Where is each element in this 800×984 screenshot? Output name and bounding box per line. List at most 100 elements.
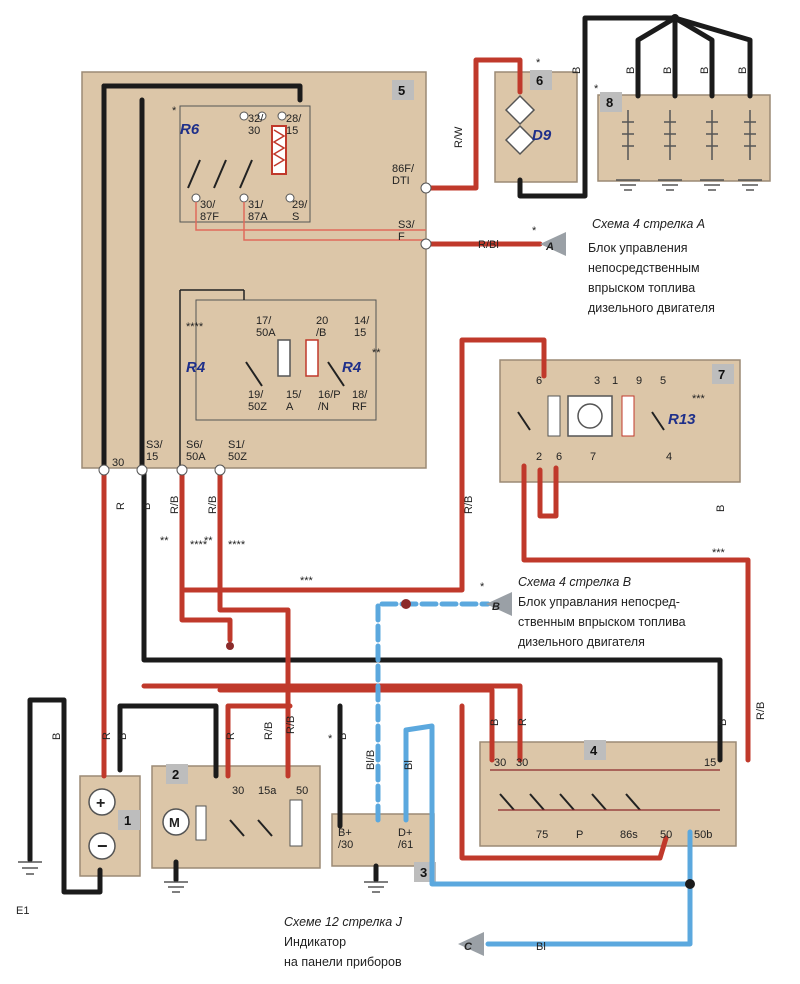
label-1: 1 <box>124 813 131 828</box>
note-B: Схема 4 стрелка B Блок управлания непоср… <box>518 575 686 649</box>
star-mid4: **** <box>228 539 246 551</box>
relay-R6: R6 * <box>172 105 426 241</box>
wire-bl: Bl <box>403 760 415 770</box>
term-s3-15: S3/15 <box>146 439 163 463</box>
starter-15a: 15a <box>258 785 277 797</box>
wire-r-left: R <box>101 732 113 740</box>
battery-1: + − <box>88 788 116 860</box>
wire-b2: B <box>662 67 674 74</box>
term-17-50a: 17/50A <box>256 315 276 339</box>
note-b-ref: Схема 4 стрелка B <box>518 575 631 589</box>
star-mid2: **** <box>190 539 208 551</box>
label-R6: R6 <box>180 121 200 138</box>
label-4: 4 <box>590 743 598 758</box>
term-16-pn: 16/P/N <box>318 389 341 413</box>
switch-50: 50 <box>660 829 672 841</box>
r13-pin-3: 9 <box>636 375 642 387</box>
label-5: 5 <box>398 83 405 98</box>
note-c-text-2: на панели приборов <box>284 955 402 969</box>
pin-s3f <box>420 238 432 250</box>
switch-30a: 30 <box>494 757 506 769</box>
arrow-B-label: B <box>492 601 500 613</box>
term-s3-f: S3/F <box>398 219 415 243</box>
module-6-panel <box>494 71 578 183</box>
glow-plugs-8 <box>616 110 762 191</box>
term-19-50z: 19/50Z <box>248 389 267 413</box>
term-20-b: 20/B <box>316 315 328 339</box>
wire-b-c4b: R <box>517 718 529 726</box>
red-wires <box>101 57 751 861</box>
battery-plus-icon: + <box>96 795 105 812</box>
relay-R4: R4 R4 **** ** <box>179 289 381 470</box>
star-a: * <box>532 225 537 237</box>
ground-3 <box>364 881 388 893</box>
wire-r-a: R <box>115 502 127 510</box>
starter-50: 50 <box>296 785 308 797</box>
wire-b-left: B <box>51 733 63 740</box>
wire-rbl: R/Bl <box>478 239 499 251</box>
note-a-text-3: впрыском топлива <box>588 281 695 295</box>
wire-rb-a: R/B <box>169 496 181 514</box>
label-7: 7 <box>718 367 725 382</box>
starter-2: M <box>162 799 303 893</box>
blue-wires <box>375 601 693 947</box>
arrow-C: C <box>458 932 484 956</box>
r13-pin-0: 6 <box>536 375 542 387</box>
arrow-A-label: A <box>545 241 554 253</box>
note-b-text-3: дизельного двигателя <box>518 635 645 649</box>
label-3: 3 <box>420 865 427 880</box>
wire-b4: B <box>737 67 749 74</box>
r13-pin-8: 4 <box>666 451 672 463</box>
term-86f-dti: 86F/DTI <box>392 163 415 187</box>
label-R13: R13 <box>668 411 696 428</box>
wire-b1: B <box>625 67 637 74</box>
note-a-text-1: Блок управления <box>588 241 688 255</box>
wire-bl-bottom: Bl <box>536 941 546 953</box>
term-s6-50a: S6/50A <box>186 439 206 463</box>
switch-30b: 30 <box>516 757 528 769</box>
junction-dots <box>226 14 695 889</box>
switch-86s: 86s <box>620 829 638 841</box>
term-15-a: 15/A <box>286 389 302 413</box>
alt-bplus: B+/30 <box>338 827 353 851</box>
label-6: 6 <box>536 73 543 88</box>
star-r4-right: ** <box>372 347 381 359</box>
label-2: 2 <box>172 767 179 782</box>
star-h2: *** <box>712 547 726 559</box>
star-mid1: ** <box>160 535 169 547</box>
term-29-s: 29/S <box>292 199 308 223</box>
diode-D9: D9 * <box>504 57 552 156</box>
wire-b-c3: B <box>337 733 349 740</box>
starter-30: 30 <box>232 785 244 797</box>
term-28-15: 28/15 <box>286 113 302 137</box>
wire-rb-c2: R/B <box>263 722 275 740</box>
module-7-panel <box>499 359 741 483</box>
wire-b3: B <box>699 67 711 74</box>
module-5-panel <box>81 71 427 469</box>
switch-75: 75 <box>536 829 548 841</box>
note-c-ref: Схеме 12 стрелка J <box>284 915 403 929</box>
term-31-87a: 31/87A <box>248 199 268 223</box>
r13-pin-5: 2 <box>536 451 542 463</box>
switch-15: 15 <box>704 757 716 769</box>
wire-rb-e: R/B <box>285 716 297 734</box>
pin-86f <box>420 182 432 194</box>
wire-b-c4a: B <box>489 719 501 726</box>
note-b-text-1: Блок управлания непосред- <box>518 595 680 609</box>
r13-pin-6: 6 <box>556 451 562 463</box>
wire-b-left2: B <box>117 733 129 740</box>
alt-dplus: D+/61 <box>398 827 413 851</box>
term-18-rf: 18/RF <box>352 389 368 413</box>
term-14-15: 14/15 <box>354 315 370 339</box>
wire-r-c2: R <box>225 732 237 740</box>
motor-icon: M <box>169 815 180 830</box>
note-c-text-1: Индикатор <box>284 935 346 949</box>
black-wires <box>27 15 753 895</box>
arrow-A: A <box>540 232 566 256</box>
module-8-panel <box>597 94 771 182</box>
star-mid3: ** <box>204 535 213 547</box>
star-c3: * <box>328 733 333 745</box>
wire-b-top: B <box>571 67 583 74</box>
wire-rw: R/W <box>453 126 465 148</box>
term-s1-50z: S1/50Z <box>228 439 247 463</box>
